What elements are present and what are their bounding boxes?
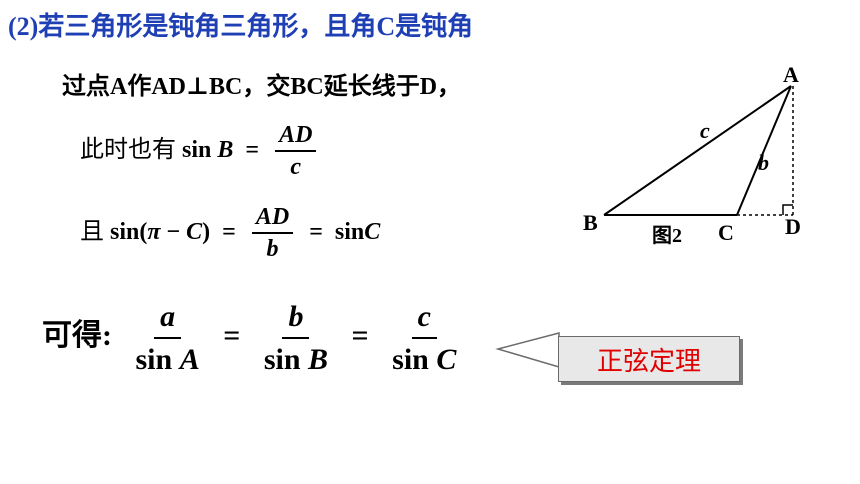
label-side-b: b [758, 150, 769, 175]
eq3-rhs-var: C [364, 218, 381, 245]
construction-line: 过点A作AD⊥BC，交BC延长线于D， [62, 66, 461, 101]
fraction-b-denominator: sin B [263, 343, 329, 376]
figure-caption: 图2 [652, 224, 682, 247]
sinC-equation: 且 sin(π−C) = AD b = sinC [80, 204, 380, 263]
eq3-prefix: 且 [80, 218, 104, 245]
eq3-var: C [186, 218, 203, 245]
eq3-close: ) [202, 218, 211, 245]
eq2-numerator: AD [275, 122, 317, 153]
eq2-sin: sin [182, 136, 212, 163]
eq2-prefix: 此时也有 [80, 136, 176, 163]
fraction-a-numerator: a [154, 300, 182, 339]
callout-text: 正弦定理 [596, 346, 701, 377]
result-prefix: 可得: [42, 318, 112, 352]
label-c: C [718, 220, 734, 245]
eq3-equals-2: = [309, 218, 323, 245]
fraction-b: b sin B [258, 300, 334, 376]
law-of-sines: 可得: a sin A = b sin B = c sin C [42, 300, 472, 376]
eq3-numerator: AD [251, 204, 294, 235]
eq2-fraction: AD c [275, 122, 317, 181]
eq3-fraction: AD b [251, 204, 294, 263]
fraction-a: a sin A [130, 300, 206, 376]
label-b: B [583, 210, 598, 235]
fraction-a-denominator: sin A [135, 343, 200, 376]
eq3-sin-open: sin( [110, 218, 148, 245]
label-d: D [785, 214, 801, 239]
heading-text: (2)若三角形是钝角三角形，且角C是钝角 [8, 12, 474, 41]
eq2-equals: = [245, 136, 260, 163]
equals-1: = [223, 318, 241, 352]
eq3-pi: π [147, 218, 161, 245]
label-side-c: c [700, 118, 710, 143]
eq2-var: B [217, 136, 234, 163]
label-a: A [783, 62, 799, 87]
construction-text: 过点A作AD⊥BC，交BC延长线于D， [62, 74, 462, 100]
side-ac [736, 85, 792, 216]
fraction-c: c sin C [386, 300, 462, 376]
section-heading: (2)若三角形是钝角三角形，且角C是钝角 [8, 6, 473, 43]
eq3-equals-1: = [222, 218, 236, 245]
fraction-b-numerator: b [282, 300, 310, 339]
eq3-rhs-sin: sin [334, 218, 365, 245]
callout-pointer [495, 332, 560, 369]
sinB-equation: 此时也有 sin B = AD c [80, 122, 320, 181]
right-angle-mark [782, 204, 793, 215]
side-ab [603, 85, 792, 216]
eq3-denominator: b [266, 236, 279, 263]
eq2-denominator: c [290, 154, 302, 181]
eq3-minus: − [166, 218, 181, 245]
equals-2: = [351, 318, 369, 352]
law-of-sines-callout: 正弦定理 [558, 336, 740, 382]
fraction-c-denominator: sin C [392, 343, 457, 376]
fraction-c-numerator: c [411, 300, 437, 339]
